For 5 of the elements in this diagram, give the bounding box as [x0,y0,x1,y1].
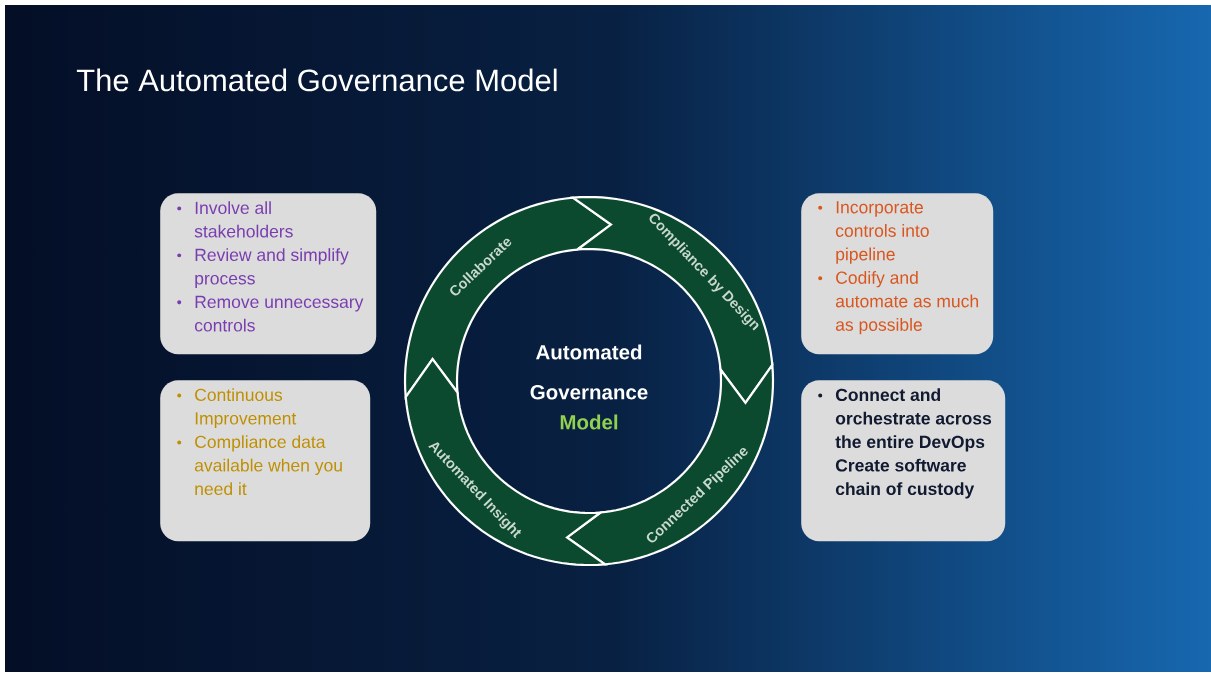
slide-title: The Automated Governance Model [76,68,557,92]
info-card: Connect and orchestrate across the entire DevOps Create software chain of custody [801,380,1006,542]
info-card: Involve all stakeholders Review and simplify process Remove unnecessary controls [160,193,377,355]
info-card: Incorporate controls into pipeline Codify and automate as much as possible [801,193,994,355]
info-card: Continuous Improvement Compliance data available when you need it [160,380,371,542]
